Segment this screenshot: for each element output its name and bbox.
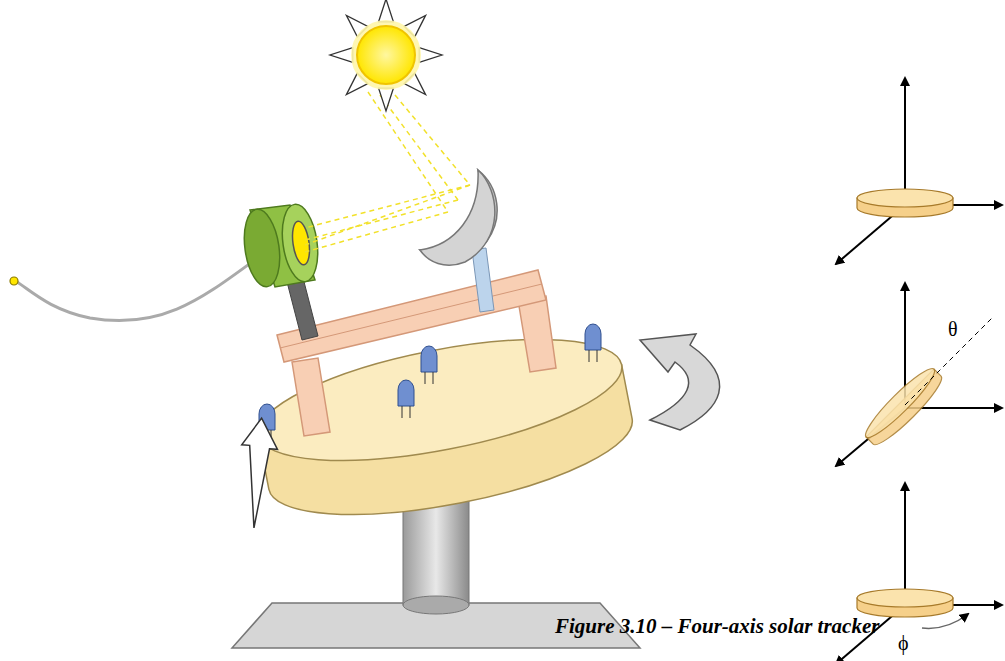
sun-ray [379,0,394,22]
sun-ray [379,88,394,111]
angle-label: ϕ [898,632,909,655]
angle-label: θ [948,318,958,341]
sun-ray [419,48,442,63]
sun-ray [330,48,353,63]
figure-caption: Figure 3.10 – Four-axis solar tracker [555,614,879,639]
